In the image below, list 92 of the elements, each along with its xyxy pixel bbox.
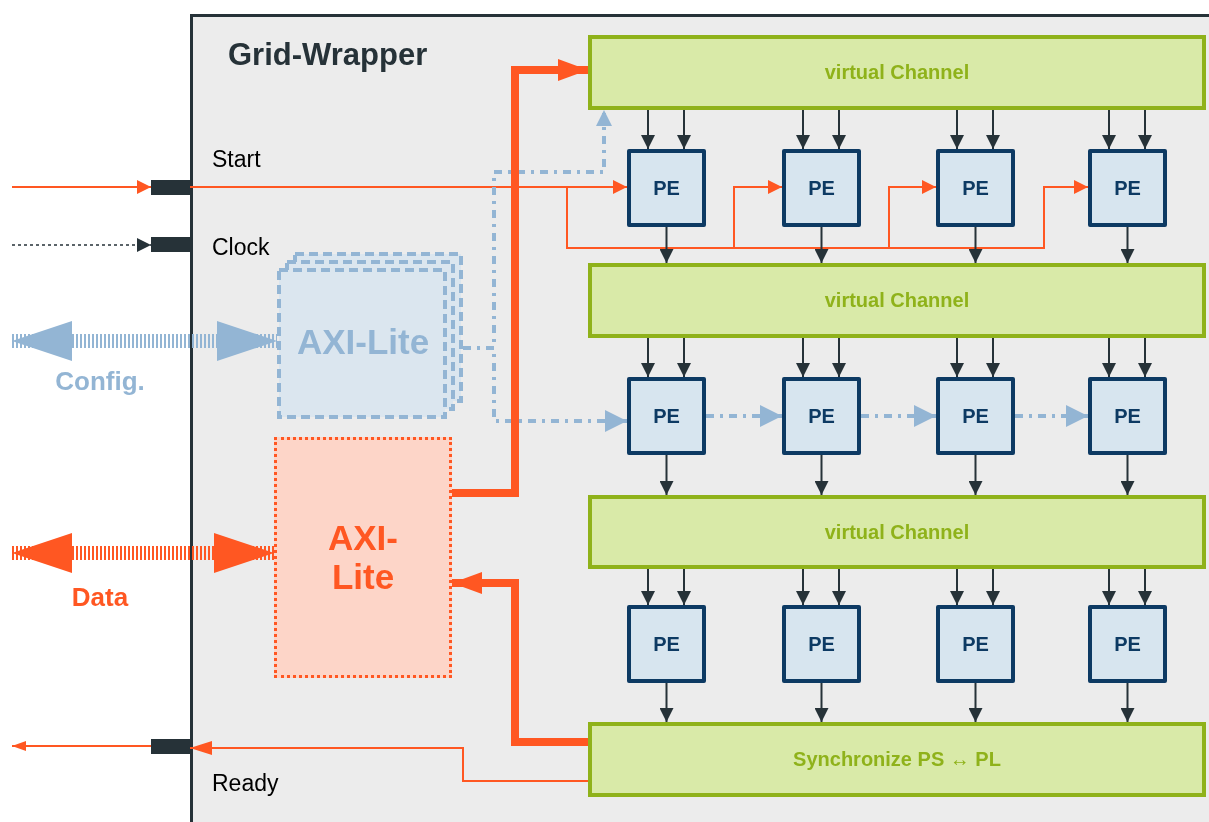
pe-label: PE xyxy=(1114,404,1141,428)
wrapper-title: Grid-Wrapper xyxy=(228,37,428,73)
pe-box xyxy=(627,605,706,683)
arrow xyxy=(950,568,964,606)
module-label: AXI-Lite xyxy=(296,323,430,362)
arrow xyxy=(1102,337,1116,378)
arrow xyxy=(1120,454,1135,496)
arrow xyxy=(796,109,810,150)
arrow xyxy=(814,454,829,496)
channel-label: Synchronize PS ↔ PL xyxy=(793,748,1001,771)
channel-label: virtual Channel xyxy=(824,520,970,544)
arrow xyxy=(1138,337,1152,378)
port-bar xyxy=(151,237,190,252)
arrow xyxy=(832,109,846,150)
pe-label: PE xyxy=(808,632,835,656)
port-label: Clock xyxy=(212,234,270,261)
arrow xyxy=(796,337,810,378)
module-box xyxy=(274,437,452,678)
pe-label: PE xyxy=(808,176,835,200)
arrow xyxy=(11,238,152,252)
arrow xyxy=(1102,568,1116,606)
pe-box xyxy=(1088,377,1167,455)
arrow xyxy=(452,572,588,746)
pe-box xyxy=(936,605,1015,683)
arrow xyxy=(796,568,810,606)
port-label: Start xyxy=(212,146,261,173)
arrow xyxy=(1102,109,1116,150)
arrow xyxy=(950,337,964,378)
pe-box xyxy=(936,149,1015,227)
arrow xyxy=(968,226,983,264)
arrow xyxy=(12,533,274,573)
arrow xyxy=(452,59,588,497)
pe-label: PE xyxy=(653,404,680,428)
arrow xyxy=(968,454,983,496)
pe-label: PE xyxy=(962,176,989,200)
arrow xyxy=(641,568,655,606)
arrow xyxy=(1138,109,1152,150)
port-bar xyxy=(151,739,190,754)
pe-box xyxy=(782,605,861,683)
channel-bar xyxy=(588,263,1206,338)
arrow xyxy=(832,568,846,606)
channel-label: virtual Channel xyxy=(824,289,970,312)
pe-box xyxy=(936,377,1015,455)
arrow xyxy=(950,109,964,150)
arrow xyxy=(986,568,1000,606)
wrapper-box xyxy=(190,14,1209,822)
arrow xyxy=(463,346,627,432)
arrow xyxy=(11,741,152,751)
channel-bar xyxy=(588,495,1206,569)
port-bar xyxy=(151,180,190,195)
arrow xyxy=(189,741,589,782)
pe-label: PE xyxy=(653,176,680,200)
pe-label: PE xyxy=(962,404,989,428)
pe-box xyxy=(782,377,861,455)
arrow xyxy=(986,109,1000,150)
arrow xyxy=(986,337,1000,378)
arrow xyxy=(832,337,846,378)
arrow xyxy=(968,682,983,723)
channel-bar xyxy=(588,35,1206,110)
pe-box xyxy=(1088,605,1167,683)
arrow xyxy=(1138,568,1152,606)
pe-label: PE xyxy=(1114,176,1141,200)
pe-label: PE xyxy=(653,632,680,656)
arrow xyxy=(814,682,829,723)
arrow xyxy=(659,682,674,723)
pe-label: PE xyxy=(1114,632,1141,656)
arrow xyxy=(641,109,655,150)
arrow xyxy=(1120,682,1135,723)
channel-bar xyxy=(588,722,1206,797)
arrow xyxy=(677,337,691,378)
stacked-module-box xyxy=(277,252,463,419)
port-label: Ready xyxy=(212,770,279,797)
arrow xyxy=(814,226,829,264)
pe-box xyxy=(1088,149,1167,227)
arrow xyxy=(677,109,691,150)
arrow xyxy=(677,568,691,606)
arrow xyxy=(12,321,277,361)
arrow xyxy=(11,180,152,194)
pe-label: PE xyxy=(808,404,835,428)
arrow xyxy=(1120,226,1135,264)
arrow xyxy=(659,226,674,264)
arrow xyxy=(706,405,782,427)
pe-box xyxy=(627,149,706,227)
pe-label: PE xyxy=(962,632,989,656)
pe-box xyxy=(782,149,861,227)
pe-box xyxy=(627,377,706,455)
arrow xyxy=(641,337,655,378)
arrow xyxy=(1015,405,1088,427)
channel-label: virtual Channel xyxy=(824,61,970,84)
arrow xyxy=(861,405,936,427)
module-label: AXI-Lite xyxy=(327,519,399,596)
arrow xyxy=(659,454,674,496)
